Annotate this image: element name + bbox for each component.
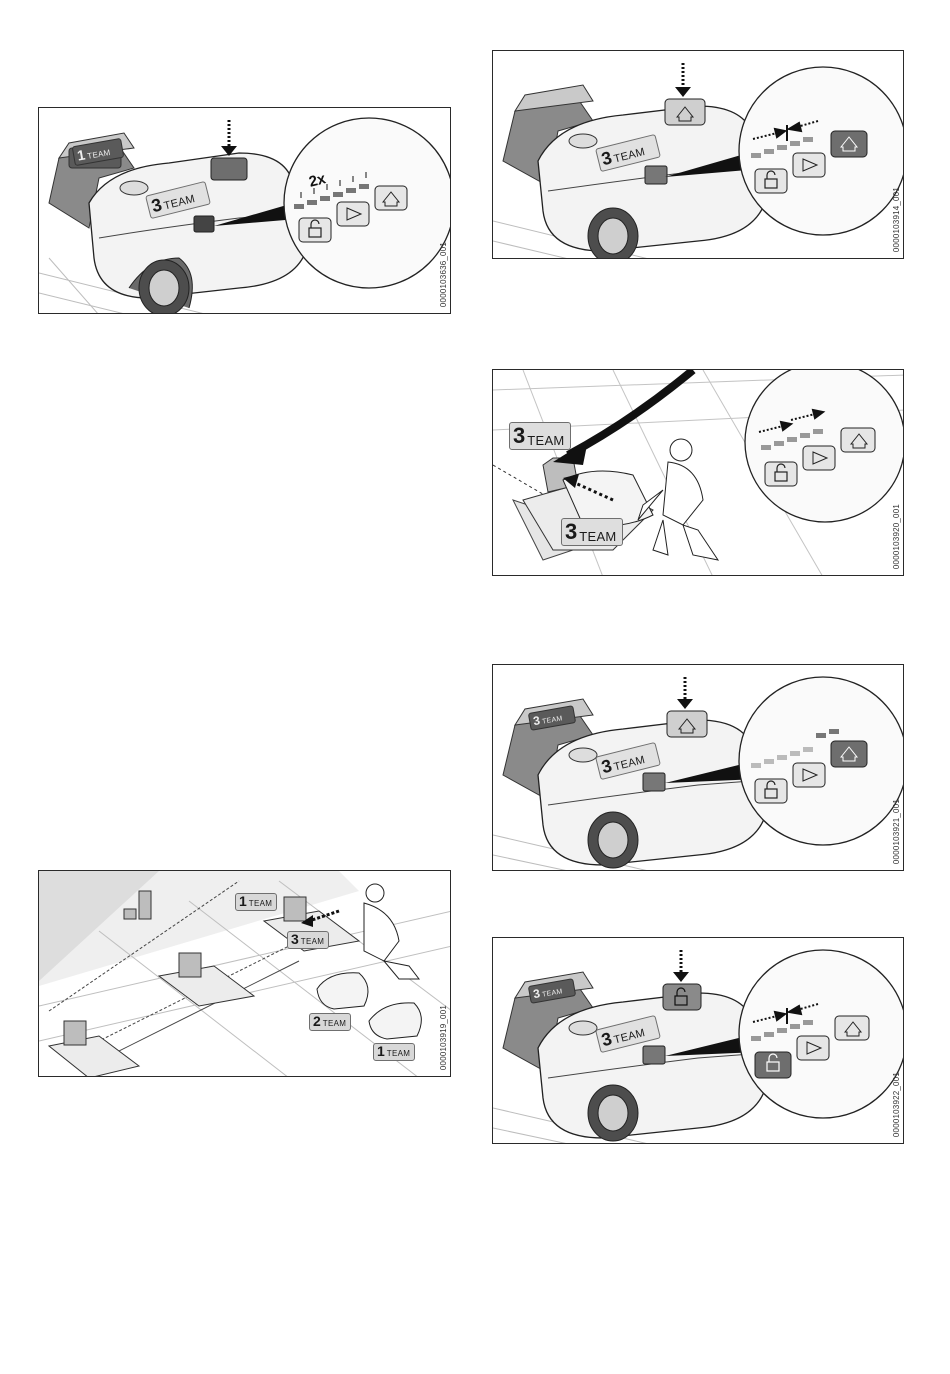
team-badge: 1 TEAM <box>373 1043 415 1061</box>
press-arrow-icon <box>673 950 689 982</box>
press-arrow-icon <box>677 677 693 709</box>
figure-id: 0000103914_001 <box>892 187 901 252</box>
press-arrow-icon <box>221 120 237 156</box>
figure-id: 0000103920_001 <box>892 504 901 569</box>
team-badge: 2 TEAM <box>309 1013 351 1031</box>
team-badge: 3 TEAM <box>287 931 329 949</box>
figure-mower-lock-button: 3 TEAM 3 TEAM 0000103922_001 <box>492 937 904 1144</box>
team-badge: 3 TEAM <box>509 422 571 450</box>
figure-place-mower-in-station: 3 TEAM 3 TEAM 0000103920_001 <box>492 369 904 576</box>
illustration-mower-home <box>493 51 904 259</box>
figure-mower-activation-2x: 2x 1 TEAM 3 TEAM 0000103636_001 <box>38 107 451 314</box>
illustration-mower-on-station <box>39 108 451 314</box>
figure-mower-home-confirm: 3 TEAM 3 TEAM 0000103921_001 <box>492 664 904 871</box>
team-badge: 3 TEAM <box>561 518 623 546</box>
figure-id: 0000103919_001 <box>439 1005 448 1070</box>
illustration-mower-home-confirm <box>493 665 904 871</box>
press-arrow-icon <box>675 63 691 97</box>
illustration-person-placing-mower <box>493 370 904 576</box>
figure-id: 0000103922_001 <box>892 1072 901 1137</box>
figure-multi-mower-stations: 1 TEAM 3 TEAM 2 TEAM 1 TEAM 0000103919_0… <box>38 870 451 1077</box>
figure-id: 0000103921_001 <box>892 799 901 864</box>
figure-id: 0000103636_001 <box>439 242 448 307</box>
team-badge: 1 TEAM <box>235 893 277 911</box>
illustration-mower-lock <box>493 938 904 1144</box>
figure-mower-home-button: 3 TEAM 0000103914_001 <box>492 50 904 259</box>
